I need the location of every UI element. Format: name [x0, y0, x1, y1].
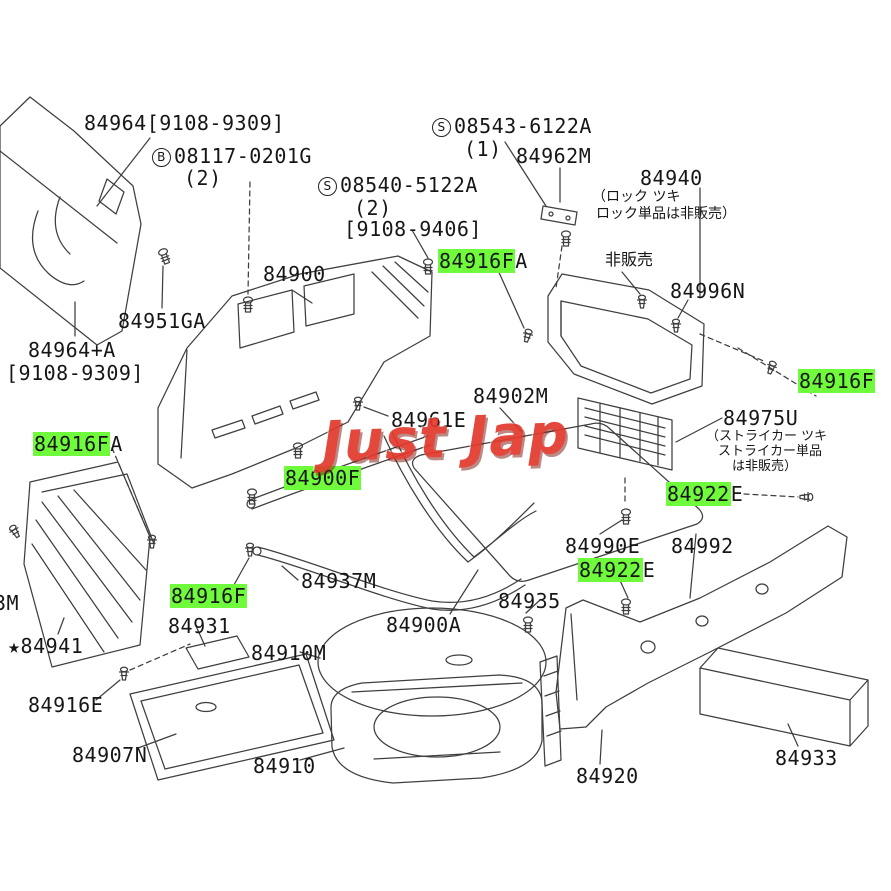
part-label-84990E: 84990E [565, 534, 641, 558]
part-label-84916FA: 84916FA [438, 249, 528, 273]
part-label-91089406: [9108-9406] [344, 217, 482, 241]
part-label-84916E: 84916E [28, 693, 104, 717]
part-label-84937M: 84937M [301, 569, 377, 593]
part-label-84910M: 84910M [251, 641, 327, 665]
part-label-84931: 84931 [168, 614, 231, 638]
part-label-84962M: 84962M [516, 144, 592, 168]
part-label-3M: 3M [0, 591, 20, 615]
part-label-: 非販売 [605, 250, 654, 269]
part-label-84907N: 84907N [72, 743, 148, 767]
part-label-84916F: 84916F [798, 369, 876, 393]
diagram-panels [0, 96, 869, 784]
part-label-: ロック単品は非販売） [596, 206, 736, 222]
part-label-84964+A: 84964+A [28, 338, 116, 362]
part-label-84900: 84900 [263, 262, 326, 286]
part-label-: （ロック ツキ [592, 189, 681, 205]
part-label-84922E: 84922E [578, 558, 656, 582]
part-label-84910: 84910 [253, 754, 316, 778]
dashed-leader-lines [111, 181, 817, 671]
part-label-84940: 84940 [640, 166, 703, 190]
part-label-84900F: 84900F [284, 466, 362, 490]
part-label-: は非販売） [732, 459, 798, 474]
part-label-84916F: 84916F [170, 584, 248, 608]
part-label-2: (2) [354, 196, 392, 220]
watermark: Just Jap [320, 401, 571, 476]
part-label-8496491089309: 84964[9108-9309] [84, 111, 285, 135]
part-label-84902M: 84902M [473, 384, 549, 408]
part-label-84920: 84920 [576, 764, 639, 788]
part-label-84916FA: 84916FA [33, 432, 123, 456]
part-label-: ストライカー単品 [718, 444, 823, 459]
part-label-84933: 84933 [775, 746, 838, 770]
part-label-1: (1) [464, 137, 502, 161]
part-label-84922E: 84922E [666, 482, 744, 506]
leader-lines [57, 137, 799, 765]
part-label-91089309: [9108-9309] [6, 361, 144, 385]
part-label-84961E: 84961E [391, 408, 467, 432]
part-label-84951GA: 84951GA [118, 309, 206, 333]
part-label-: （ストライカー ツキ [706, 429, 828, 444]
part-label-2: (2) [184, 166, 222, 190]
part-label-84900A: 84900A [386, 613, 462, 637]
part-label-84996N: 84996N [670, 279, 746, 303]
part-label-84935: 84935 [498, 589, 561, 613]
part-label-84975U: 84975U [723, 406, 799, 430]
part-label-84941: ★84941 [8, 634, 84, 658]
part-label-84992: 84992 [671, 534, 734, 558]
